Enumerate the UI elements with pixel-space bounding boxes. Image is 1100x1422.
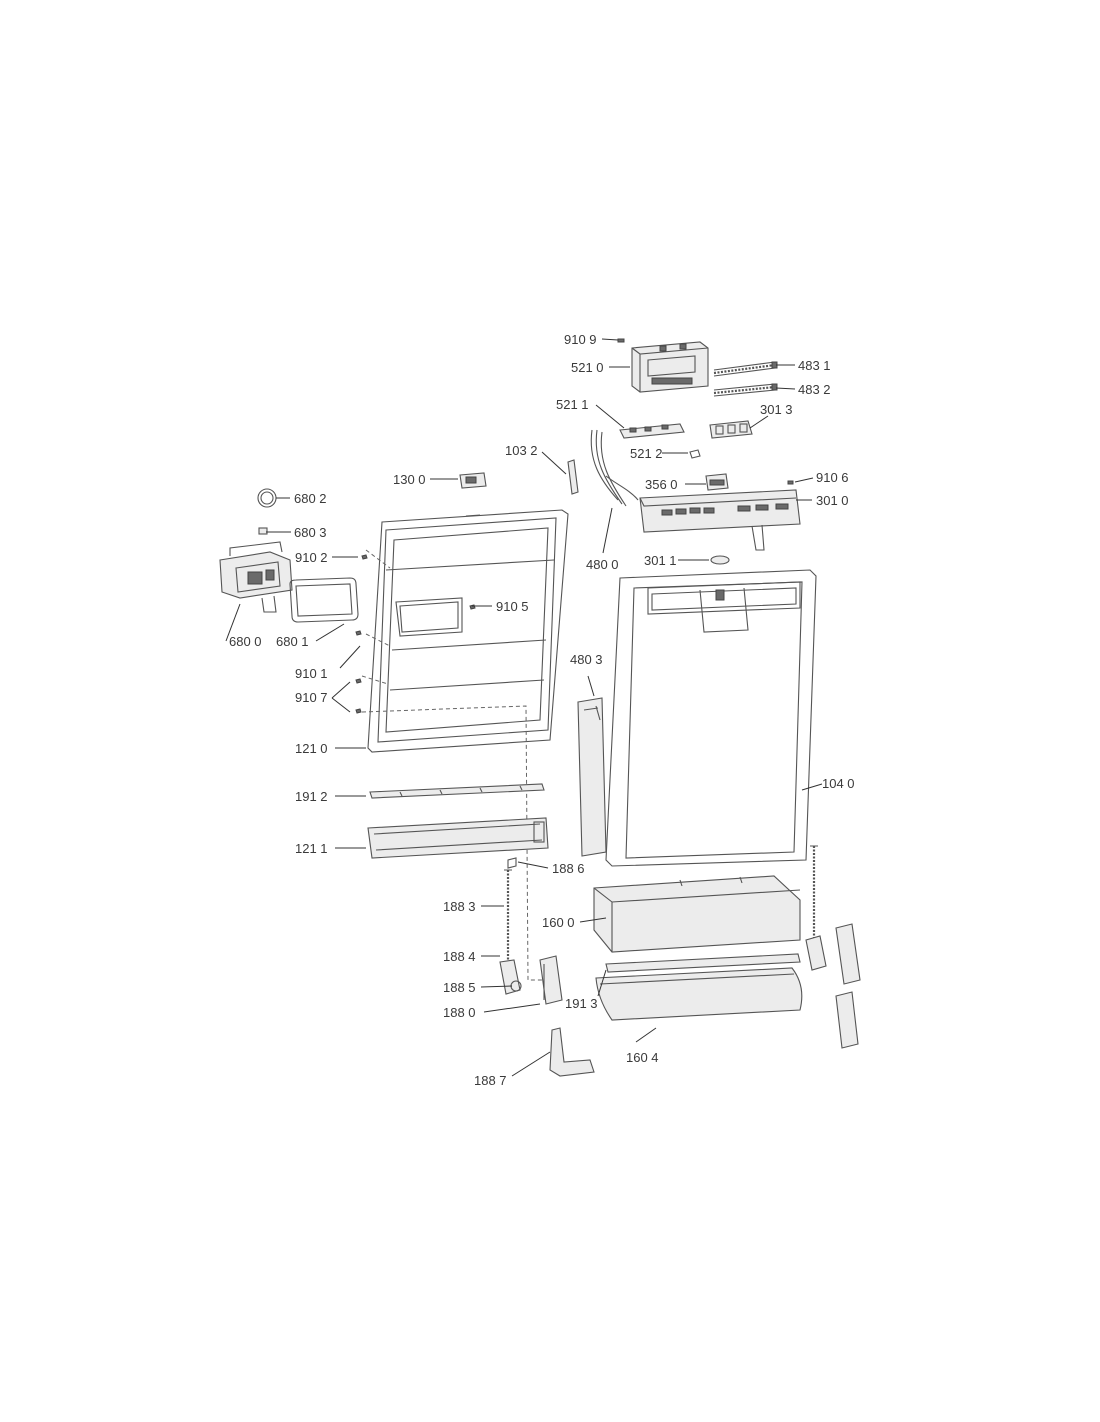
label-104-0: 104 0 [822,776,855,791]
label-521-2: 521 2 [630,446,663,461]
part-910-9 [617,338,625,343]
part-labels: 910 9 521 0 483 1 483 2 521 1 301 3 103 … [229,332,855,1088]
part-680-3 [258,527,268,535]
label-188-7: 188 7 [474,1073,507,1088]
label-483-2: 483 2 [798,382,831,397]
label-910-6: 910 6 [816,470,849,485]
label-130-0: 130 0 [393,472,426,487]
spring-right [810,845,818,941]
label-188-4: 188 4 [443,949,476,964]
label-680-0: 680 0 [229,634,262,649]
label-191-3: 191 3 [565,996,598,1011]
part-680-2 [257,488,277,508]
part-680-0 [219,541,293,613]
part-121-1 [367,817,549,859]
label-910-2: 910 2 [295,550,328,565]
part-910-6 [787,480,794,485]
part-188-0-bracket-left [539,955,563,1005]
label-680-1: 680 1 [276,634,309,649]
part-680-1 [289,577,359,623]
label-480-0: 480 0 [586,557,619,572]
label-521-0: 521 0 [571,360,604,375]
part-104-0 [605,569,817,867]
part-160-4 [595,967,803,1021]
hinge-right [805,923,861,1049]
label-910-9: 910 9 [564,332,597,347]
part-483-2 [713,383,778,397]
part-188-7-bracket [549,1027,595,1077]
label-680-2: 680 2 [294,491,327,506]
part-121-0 [367,509,569,753]
part-301-3 [709,420,753,439]
label-483-1: 483 1 [798,358,831,373]
label-521-1: 521 1 [556,397,589,412]
part-356-0 [705,473,729,491]
part-191-2 [369,783,545,799]
label-160-0: 160 0 [542,915,575,930]
leader-lines [225,338,823,1077]
part-483-1 [713,361,778,377]
part-160-0 [593,875,801,953]
label-121-0: 121 0 [295,741,328,756]
label-188-3: 188 3 [443,899,476,914]
part-480-3 [577,697,607,857]
label-121-1: 121 1 [295,841,328,856]
screws-910 [355,554,476,714]
label-910-5: 910 5 [496,599,529,614]
part-521-2 [689,449,701,459]
label-188-0: 188 0 [443,1005,476,1020]
label-160-4: 160 4 [626,1050,659,1065]
part-521-0 [631,341,709,393]
part-301-1 [710,555,730,565]
part-480-0 [590,429,639,507]
label-301-0: 301 0 [816,493,849,508]
part-521-1 [619,423,685,439]
part-188-3-spring-left [504,869,512,963]
label-103-2: 103 2 [505,443,538,458]
part-130-0 [459,472,487,489]
label-680-3: 680 3 [294,525,327,540]
label-910-7: 910 7 [295,690,328,705]
label-910-1: 910 1 [295,666,328,681]
label-188-5: 188 5 [443,980,476,995]
label-188-6: 188 6 [552,861,585,876]
dashed-guides [361,549,548,981]
label-191-2: 191 2 [295,789,328,804]
part-103-2 [567,459,579,495]
label-480-3: 480 3 [570,652,603,667]
label-356-0: 356 0 [645,477,678,492]
part-188-4-hinge-left [499,959,521,995]
part-301-0 [639,489,801,551]
part-188-6 [507,857,517,869]
part-191-3 [605,953,801,973]
label-301-3: 301 3 [760,402,793,417]
label-301-1: 301 1 [644,553,677,568]
